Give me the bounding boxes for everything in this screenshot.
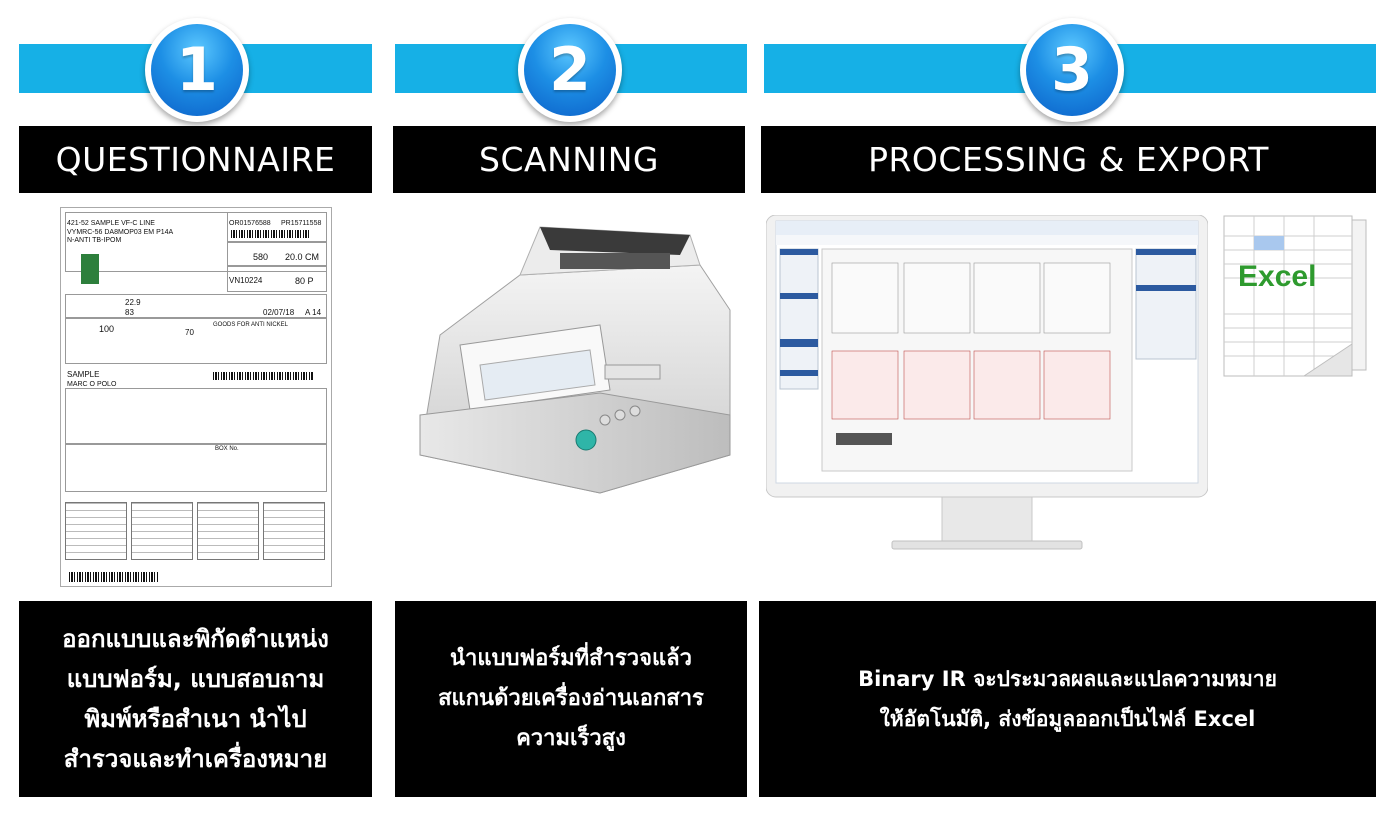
- form-sample: SAMPLE: [67, 370, 100, 379]
- step-2-desc-line-1: นำแบบฟอร์มที่สำรวจแล้ว: [450, 646, 692, 671]
- answer-grid-2: [131, 502, 193, 560]
- step-1-number: 1: [151, 24, 243, 116]
- step-2-title: SCANNING: [393, 126, 745, 193]
- step-2-description: นำแบบฟอร์มที่สำรวจแล้ว สแกนด้วยเครื่องอ่…: [395, 601, 747, 797]
- form-val-100: 100: [99, 324, 115, 334]
- form-keep-code: VN10224: [229, 276, 263, 285]
- form-barcode-mid: [213, 372, 313, 380]
- questionnaire-form-image: 421-52 SAMPLE VF-C LINE VYMRC-56 DA8MOP0…: [60, 207, 332, 587]
- document-scanner-image: [419, 226, 731, 494]
- form-a14: A 14: [305, 308, 322, 317]
- step-3-badge: 3: [1020, 18, 1124, 122]
- form-val-83: 83: [125, 308, 134, 317]
- form-val-70: 70: [185, 328, 194, 337]
- step-3-number: 3: [1026, 24, 1118, 116]
- step-2-desc-line-2: สแกนด้วยเครื่องอ่านเอกสาร: [438, 686, 704, 711]
- excel-file-icon: Excel: [1220, 214, 1372, 384]
- form-order: OR01576588: [229, 220, 271, 227]
- excel-sheet-graphic: [1223, 215, 1367, 377]
- answer-grid-3: [197, 502, 259, 560]
- form-date: 02/07/18: [263, 308, 295, 317]
- step-3-desc-line-2: ให้อัตโนมัติ, ส่งข้อมูลออกเป็นไฟล์ Excel: [879, 707, 1256, 731]
- form-barcode-top: [231, 230, 311, 238]
- form-length: 20.0 CM: [285, 252, 320, 262]
- answer-grid-1: [65, 502, 127, 560]
- form-barcode-bottom: [69, 572, 159, 582]
- step-1-description: ออกแบบและพิกัดตำแหน่ง แบบฟอร์ม, แบบสอบถา…: [19, 601, 372, 797]
- step-1-title: QUESTIONNAIRE: [19, 126, 372, 193]
- form-box-no: BOX No.: [215, 446, 239, 452]
- step-2-desc-line-3: ความเร็วสูง: [516, 726, 626, 751]
- form-val-22-9: 22.9: [125, 298, 141, 307]
- step-1-desc-line-1: ออกแบบและพิกัดตำแหน่ง: [62, 625, 329, 653]
- step-3-desc-line-1: Binary IR จะประมวลผลและแปลความหมาย: [858, 667, 1277, 691]
- step-2-number: 2: [524, 24, 616, 116]
- software-monitor-image: [766, 215, 1208, 550]
- excel-label: Excel: [1238, 260, 1317, 293]
- step-1-desc-line-4: สำรวจและทำเครื่องหมาย: [63, 745, 328, 773]
- form-color: 580: [253, 252, 269, 262]
- form-order-qty: 80 P: [295, 276, 314, 286]
- answer-grid-4: [263, 502, 325, 560]
- step-1-desc-line-3: พิมพ์หรือสำเนา นำไป: [84, 705, 307, 733]
- form-line-1: 421-52 SAMPLE VF-C LINE: [67, 220, 155, 227]
- form-marc: MARC O POLO: [67, 381, 117, 388]
- step-2-badge: 2: [518, 18, 622, 122]
- step-1-desc-line-2: แบบฟอร์ม, แบบสอบถาม: [66, 665, 325, 693]
- form-goods: GOODS FOR ANTI NICKEL: [213, 322, 289, 328]
- step-1-badge: 1: [145, 18, 249, 122]
- step-3-description: Binary IR จะประมวลผลและแปลความหมาย ให้อั…: [759, 601, 1376, 797]
- step-3-title: PROCESSING & EXPORT: [761, 126, 1376, 193]
- form-pr: PR15711558: [281, 220, 322, 227]
- form-line-3: N-ANTI TB-IPOM: [67, 237, 122, 244]
- form-line-2: VYMRC-56 DA8MOP03 EM P14A: [67, 229, 174, 236]
- zipper-thumbnail: [81, 254, 99, 284]
